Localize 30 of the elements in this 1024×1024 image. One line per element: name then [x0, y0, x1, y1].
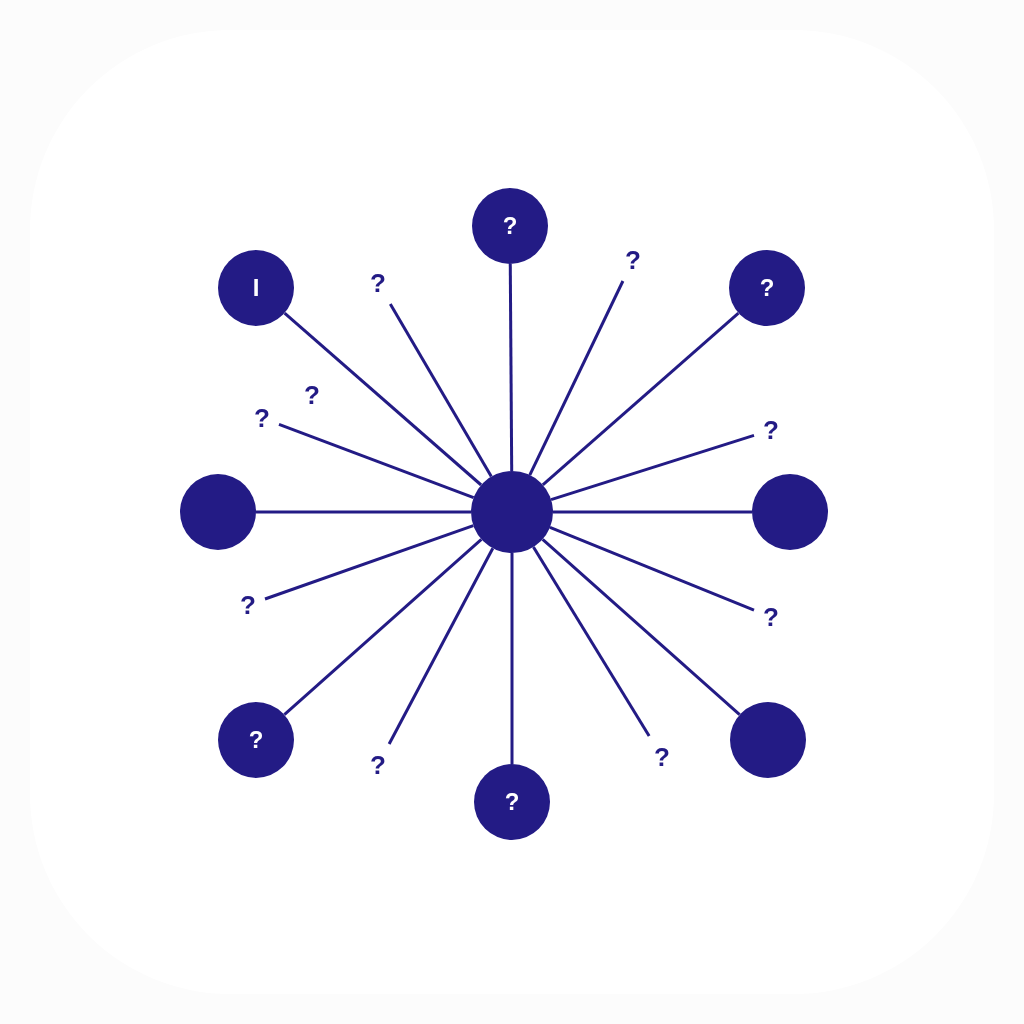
question-mark-label: ? — [651, 742, 673, 772]
node-label: ? — [248, 726, 264, 754]
question-mark-label: ? — [367, 268, 389, 298]
question-mark-label: ? — [251, 403, 273, 433]
connector-line — [389, 303, 493, 478]
question-mark-label: ? — [303, 380, 321, 410]
connector-line — [510, 553, 514, 764]
question-mark-label: ? — [760, 415, 782, 445]
node-label: ? — [504, 788, 520, 816]
node-label: ? — [759, 274, 775, 302]
connector-line — [541, 538, 741, 716]
connector-line — [278, 423, 475, 499]
connector-line — [387, 547, 495, 745]
connector-line — [550, 433, 755, 502]
connector-line — [256, 510, 471, 514]
connector-line — [541, 311, 740, 487]
connector-line — [528, 280, 625, 476]
question-mark-label: ? — [367, 750, 389, 780]
connector-line — [264, 524, 474, 601]
connector-line — [508, 264, 514, 471]
question-mark-label: ? — [237, 590, 259, 620]
connector-line — [549, 526, 755, 612]
node-label: I — [252, 274, 260, 302]
connector-line — [283, 311, 483, 487]
connector-line — [532, 546, 651, 737]
question-mark-label: ? — [622, 245, 644, 275]
node-label: ? — [502, 212, 518, 240]
question-mark-label: ? — [760, 602, 782, 632]
connector-line — [553, 510, 752, 514]
connector-line — [283, 538, 483, 716]
